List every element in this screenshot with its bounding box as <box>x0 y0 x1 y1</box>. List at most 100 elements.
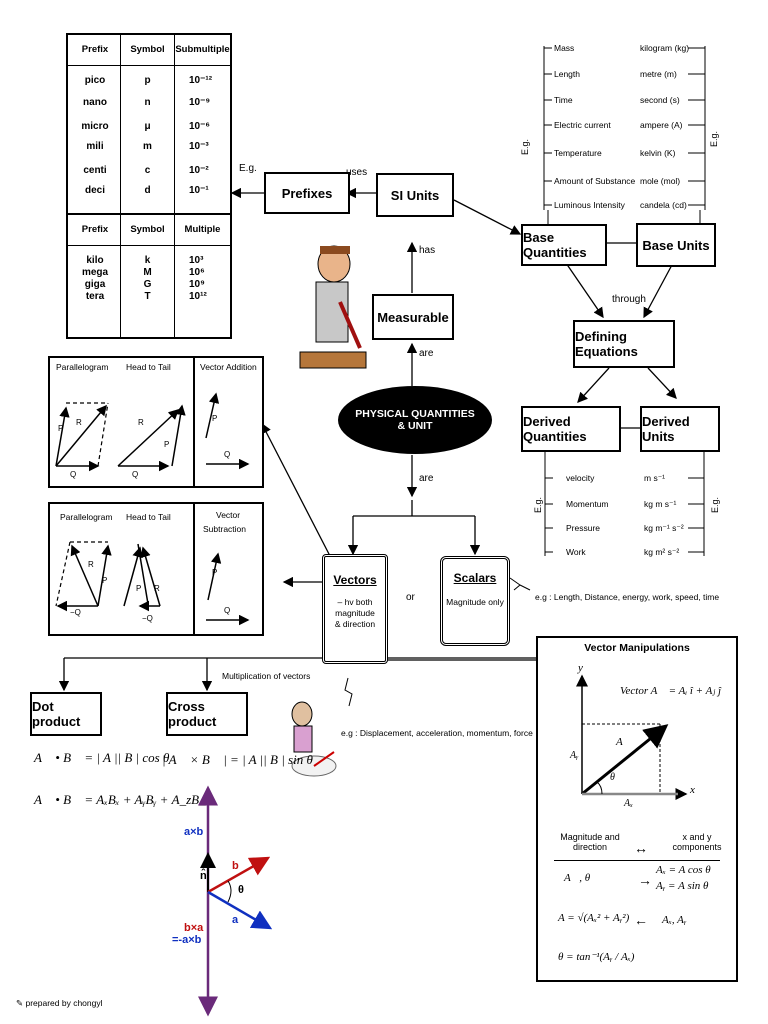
sub-r2: R <box>154 584 160 593</box>
sub-row-symbol: m <box>143 141 152 152</box>
base-unit-item: kelvin (K) <box>640 148 676 158</box>
si-units-node[interactable]: SI Units <box>376 173 454 217</box>
base-quantity-item: Time <box>554 95 573 105</box>
bxa-label: b×a <box>184 922 204 934</box>
sub-row-symbol: n <box>144 97 151 108</box>
mult-row-prefix: giga <box>84 279 106 290</box>
vector-manip-title: Vector Manipulations <box>584 642 690 654</box>
eg-vertical-left-2: E.g. <box>533 496 544 514</box>
base-units-node[interactable]: Base Units <box>636 223 716 267</box>
derived-units-node[interactable]: Derived Units <box>640 406 720 452</box>
add-r2: R <box>138 418 144 427</box>
Ax-label: Aₓ <box>624 798 633 809</box>
sub-r1: R <box>88 560 94 569</box>
sub-row-prefix: mili <box>86 141 104 152</box>
base-quantity-item: Amount of Substance <box>554 176 636 186</box>
Ax-Ay-label: Aₓ, Aᵧ <box>662 914 687 926</box>
sub-row-prefix: centi <box>83 165 107 176</box>
physical-quantities-title: PHYSICAL QUANTITIES <box>355 408 475 420</box>
derived-unit-item: kg m⁻¹ s⁻² <box>644 523 684 533</box>
mag-dir-label: Magnitude and direction <box>560 832 620 852</box>
physical-quantities-subtitle: & UNIT <box>397 420 433 432</box>
derived-quantities-node[interactable]: Derived Quantities <box>521 406 621 452</box>
physical-quantities-node[interactable]: PHYSICAL QUANTITIES & UNIT <box>338 386 492 454</box>
vector-formula: Vector A⃗ = Aᵢ î + Aⱼ ĵ <box>620 685 722 697</box>
eg-prefix-label: E.g. <box>239 163 257 174</box>
sub-vector-label: Vector <box>216 510 241 520</box>
dot-product-formula-1: A⃗ • B⃗ = | A || B | cos θ <box>34 750 170 765</box>
add-q1: Q <box>70 470 77 479</box>
through-label: through <box>612 294 646 305</box>
derived-unit-item: m s⁻¹ <box>644 473 666 483</box>
sub-row-value: 10⁻⁶ <box>189 121 211 132</box>
mult-row-symbol: G <box>143 279 152 290</box>
neg-axb-label: =-a×b <box>172 934 202 946</box>
A-magnitude-equation: A = √(Aₓ² + Aᵧ²) <box>558 912 630 924</box>
dot-product-node[interactable]: Dot product <box>30 692 102 736</box>
A-theta-label: A⃗, θ <box>564 872 591 884</box>
derived-quantity-item: velocity <box>566 473 595 483</box>
eg-vertical-left-1: E.g. <box>520 138 531 156</box>
base-quantity-item: Electric current <box>554 120 611 130</box>
base-quantities-node[interactable]: Base Quantities <box>521 224 607 266</box>
eg-vertical-right-2: E.g. <box>710 496 721 514</box>
scalars-node[interactable]: Scalars Magnitude only <box>440 556 510 646</box>
prefix-table-colline-2 <box>174 35 175 337</box>
dot-product-formula-2: A⃗ • B⃗ = AₓBₓ + AᵧBᵧ + A_zB_z <box>34 792 211 807</box>
sub-row-value: 10⁻² <box>189 165 209 176</box>
right-arrow: → <box>638 872 652 888</box>
mult-row-symbol: k <box>144 255 151 266</box>
mult-row-prefix: mega <box>81 267 109 278</box>
figure-with-protractor-illustration <box>291 701 337 777</box>
eg-vertical-right-1: E.g. <box>709 130 720 148</box>
add-r1: R <box>76 418 82 427</box>
base-unit-item: metre (m) <box>640 69 677 79</box>
addition-head-to-tail-label: Head to Tail <box>126 362 171 372</box>
footer-text: prepared by chongyl <box>25 998 103 1008</box>
y-axis-label: y <box>578 662 583 674</box>
prefixes-node[interactable]: Prefixes <box>264 172 350 214</box>
prefix-table-hline-1 <box>68 65 230 66</box>
multiplication-label: Multiplication of vectors <box>222 671 311 681</box>
measurable-node[interactable]: Measurable <box>372 294 454 340</box>
or-label: or <box>406 592 415 603</box>
base-unit-item: kilogram (kg) <box>640 43 690 53</box>
add-q2: Q <box>132 470 139 479</box>
are-label-2: are <box>419 473 434 484</box>
subtraction-diagram <box>55 541 250 626</box>
sub-subtraction-label: Subtraction <box>203 524 246 534</box>
derived-quantity-item: Momentum <box>566 499 609 509</box>
footer-credit: ✎ prepared by chongyl <box>16 998 103 1009</box>
prefix-table-colline-1 <box>120 35 121 337</box>
sub-p3: P <box>212 568 218 577</box>
vectors-desc-line: – hv both <box>337 597 373 607</box>
base-quantity-item: Temperature <box>554 148 602 158</box>
left-arrow: ← <box>634 912 648 928</box>
sub-row-prefix: nano <box>83 97 107 108</box>
sub-negq1: −Q <box>70 608 81 617</box>
vectors-desc-line: & direction <box>334 619 376 629</box>
add-p2: P <box>164 440 170 449</box>
derived-quantity-item: Work <box>566 547 586 557</box>
sub-header-submultiple: Submultiple <box>175 44 230 55</box>
add-p3: P <box>212 414 218 423</box>
mult-header-multiple: Multiple <box>184 224 221 235</box>
mult-row-prefix: tera <box>85 291 105 302</box>
sub-row-symbol: c <box>144 165 151 176</box>
defining-equations-node[interactable]: Defining Equations <box>573 320 675 368</box>
sub-parallelogram-label: Parallelogram <box>60 512 113 522</box>
sub-row-symbol: p <box>144 75 151 86</box>
sub-header-symbol: Symbol <box>130 44 165 55</box>
sub-negq2: −Q <box>142 614 153 623</box>
scalars-eg-label: e.g : Length, Distance, energy, work, sp… <box>535 592 720 602</box>
mult-row-value: 10⁶ <box>189 267 205 278</box>
theta-equation: θ = tan⁻¹(Aᵧ / Aₓ) <box>558 951 635 963</box>
vector-components-diagram <box>576 674 688 800</box>
cross-product-node[interactable]: Cross product <box>166 692 248 736</box>
theta-small-label: θ <box>610 772 615 783</box>
sub-header-prefix: Prefix <box>81 44 109 55</box>
sub-row-value: 10⁻¹² <box>189 75 213 86</box>
Ay-label: Aᵧ <box>570 750 579 761</box>
